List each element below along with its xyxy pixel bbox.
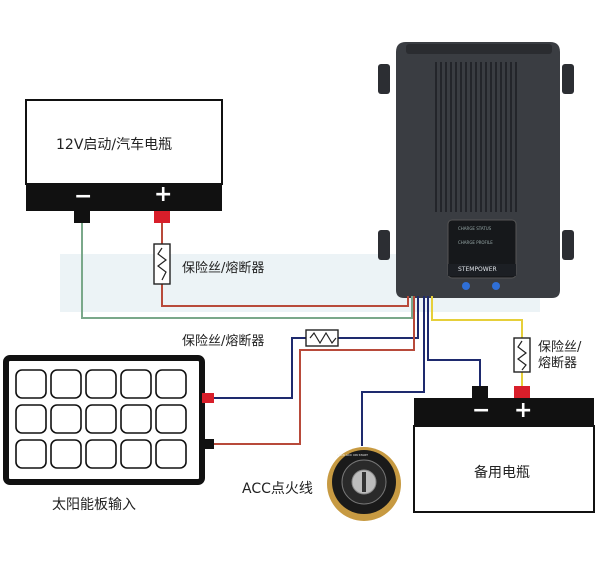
wire-starter-positive (161, 222, 409, 307)
wire-starter-negative (81, 222, 413, 319)
solar-panel (3, 355, 214, 485)
starter-battery-label: 12V启动/汽车电瓶 (56, 137, 173, 153)
fuse-right-line2: 熔断器 (538, 356, 578, 371)
solar-panel-label: 太阳能板输入 (52, 497, 136, 513)
ignition-switch (327, 447, 401, 521)
starter-negative-terminal (74, 211, 90, 223)
backup-battery (413, 386, 595, 513)
ignition-key-text: LOCK ACC ON START (337, 453, 368, 457)
fuse-right-line1: 保险丝/ (538, 340, 582, 355)
heatsink-fins (435, 62, 517, 212)
solar-negative-terminal (202, 439, 214, 449)
dc-dc-charger (378, 42, 574, 298)
wire-backup-negative (427, 296, 481, 386)
fuse-mid-label: 保险丝/熔断器 (182, 334, 265, 349)
starter-positive-terminal (154, 211, 170, 223)
solar-positive-terminal (202, 393, 214, 403)
starter-battery (25, 99, 223, 223)
charger-panel-line1: CHARGE STATUS (458, 226, 492, 231)
fuse-top-label: 保险丝/熔断器 (182, 261, 265, 276)
starter-plus-sign: + (154, 182, 173, 207)
backup-positive-terminal (514, 386, 530, 400)
backup-minus-sign: − (472, 398, 491, 423)
charger-brand: STEMPOWER (458, 266, 497, 273)
wire-solar-negative (208, 296, 415, 445)
fuse-mid-symbol (305, 329, 339, 347)
acc-label: ACC点火线 (242, 481, 313, 497)
fuse-right-label: 保险丝/ 熔断器 (538, 340, 581, 372)
backup-negative-terminal (472, 386, 488, 400)
fuse-right-symbol (513, 337, 531, 373)
backup-battery-label: 备用电瓶 (474, 465, 530, 481)
control-panel (447, 219, 517, 279)
wire-solar-positive (208, 296, 419, 399)
fuse-top-symbol (153, 243, 171, 285)
wire-acc (361, 296, 425, 446)
charger-logo-bar (448, 264, 516, 276)
wires (81, 222, 523, 446)
starter-minus-sign: − (74, 184, 93, 209)
charger-panel-line2: CHARGE PROFILE (458, 240, 493, 245)
backup-plus-sign: + (514, 398, 533, 423)
